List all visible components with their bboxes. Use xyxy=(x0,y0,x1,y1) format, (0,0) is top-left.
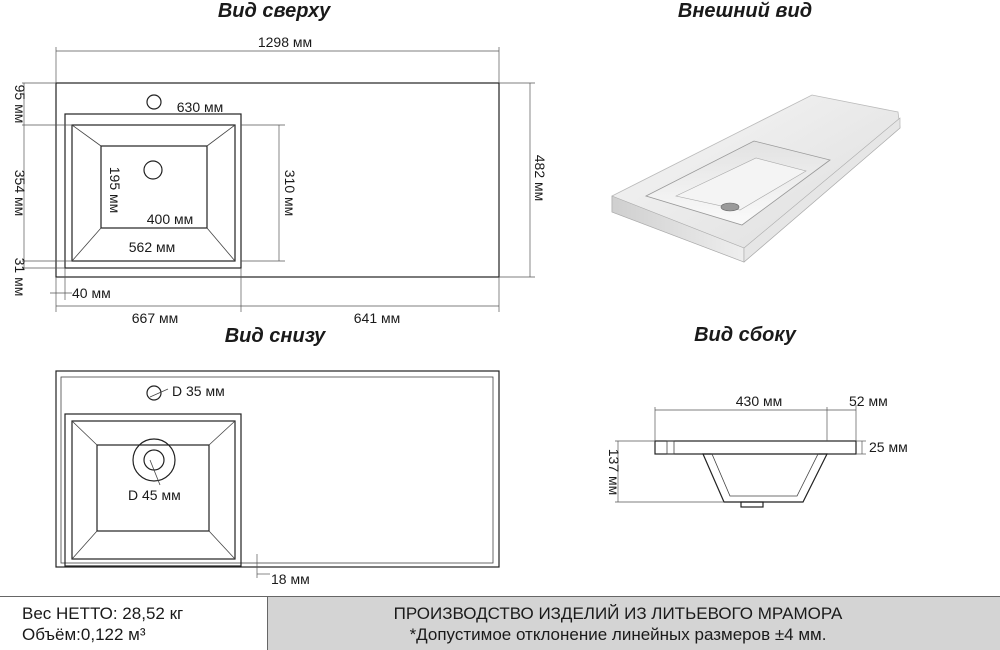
bowl-corner-line xyxy=(206,227,236,262)
dim-bowl-width: 630 мм xyxy=(177,99,224,115)
bowl-corner-line xyxy=(71,124,102,147)
dim-left-edge: 95 мм xyxy=(12,85,28,124)
footer: Вес НЕТТО: 28,52 кг Объём:0,122 м³ ПРОИЗ… xyxy=(0,596,1000,650)
exterior-view-title: Внешний вид xyxy=(678,0,812,22)
countertop-side-edge xyxy=(743,117,901,263)
bowl-underside xyxy=(71,420,236,560)
bowl-corner-line xyxy=(71,227,102,262)
dim-inner-depth: 195 мм xyxy=(107,167,123,214)
bowl-corner-line xyxy=(71,530,98,560)
bowl-underside-bottom xyxy=(96,444,210,532)
side-drain xyxy=(740,501,764,508)
dim-side-rim-width: 52 мм xyxy=(849,393,888,409)
dim-overflow-diameter: D 35 мм xyxy=(172,383,225,399)
faucet-hole xyxy=(146,94,162,110)
side-view-title: Вид сбоку xyxy=(694,324,797,346)
dim-inner-width: 400 мм xyxy=(147,211,194,227)
dim-bottom-edge: 31 мм xyxy=(12,258,28,297)
side-countertop xyxy=(654,440,857,455)
bottom-view-outline xyxy=(55,370,500,568)
bowl-outline xyxy=(71,124,236,262)
dim-right-section: 641 мм xyxy=(354,310,401,326)
dim-depth: 482 мм xyxy=(532,155,548,202)
bowl-corner-line xyxy=(206,124,236,147)
bowl-bottom xyxy=(100,145,208,229)
bowl-corner-line xyxy=(71,420,98,446)
basin-floor xyxy=(675,157,807,211)
dim-overall-length: 1298 мм xyxy=(258,34,312,50)
bowl-corner-line xyxy=(208,420,236,446)
basin-drain xyxy=(720,202,740,212)
exterior-view xyxy=(611,94,901,263)
side-basin xyxy=(702,453,828,503)
top-view-outline xyxy=(55,82,500,278)
dim-rim: 18 мм xyxy=(271,571,310,587)
dim-bowl-depth: 310 мм xyxy=(282,170,298,217)
tolerance-note: *Допустимое отклонение линейных размеров… xyxy=(409,625,827,644)
dim-bottom-width: 562 мм xyxy=(129,239,176,255)
weight-label: Вес НЕТТО: 28,52 кг xyxy=(22,604,184,623)
side-basin-inner xyxy=(711,453,819,497)
side-overflow-slot xyxy=(666,440,675,455)
dim-side-height: 137 мм xyxy=(606,449,622,496)
dim-side-length: 430 мм xyxy=(736,393,783,409)
dim-side-offset: 40 мм xyxy=(72,285,111,301)
dim-side-thickness: 25 мм xyxy=(869,439,908,455)
dim-drain-diameter: D 45 мм xyxy=(128,487,181,503)
top-view: 1298 мм 482 мм 630 мм 310 мм 195 мм 400 … xyxy=(12,34,548,326)
drain-hole xyxy=(143,449,165,471)
bowl-underside-outer xyxy=(64,413,242,567)
footer-specs: Вес НЕТТО: 28,52 кг Объём:0,122 м³ xyxy=(0,597,268,650)
side-view: 430 мм 52 мм 25 мм 137 мм xyxy=(606,393,908,508)
top-view-title: Вид сверху xyxy=(218,0,331,22)
drain-hole xyxy=(143,160,163,180)
bottom-view-rim xyxy=(60,376,494,564)
leader-line xyxy=(149,459,161,486)
production-label: ПРОИЗВОДСТВО ИЗДЕЛИЙ ИЗ ЛИТЬЕВОГО МРАМОР… xyxy=(393,604,843,623)
bottom-view: D 35 мм D 45 мм 18 мм xyxy=(55,370,500,587)
bowl-corner-line xyxy=(208,530,236,560)
dim-center-block: 354 мм xyxy=(12,170,28,217)
footer-notes: ПРОИЗВОДСТВО ИЗДЕЛИЙ ИЗ ЛИТЬЕВОГО МРАМОР… xyxy=(268,597,1000,650)
bowl-outer-rim xyxy=(64,113,242,269)
leader-line xyxy=(149,388,169,398)
dim-left-section: 667 мм xyxy=(132,310,179,326)
overflow-hole xyxy=(146,385,162,401)
technical-drawing: Вид сверху Внешний вид Вид снизу Вид сбо… xyxy=(12,0,908,587)
volume-label: Объём:0,122 м³ xyxy=(22,625,146,644)
drain-outer-ring xyxy=(132,438,176,482)
bottom-view-title: Вид снизу xyxy=(225,325,326,347)
